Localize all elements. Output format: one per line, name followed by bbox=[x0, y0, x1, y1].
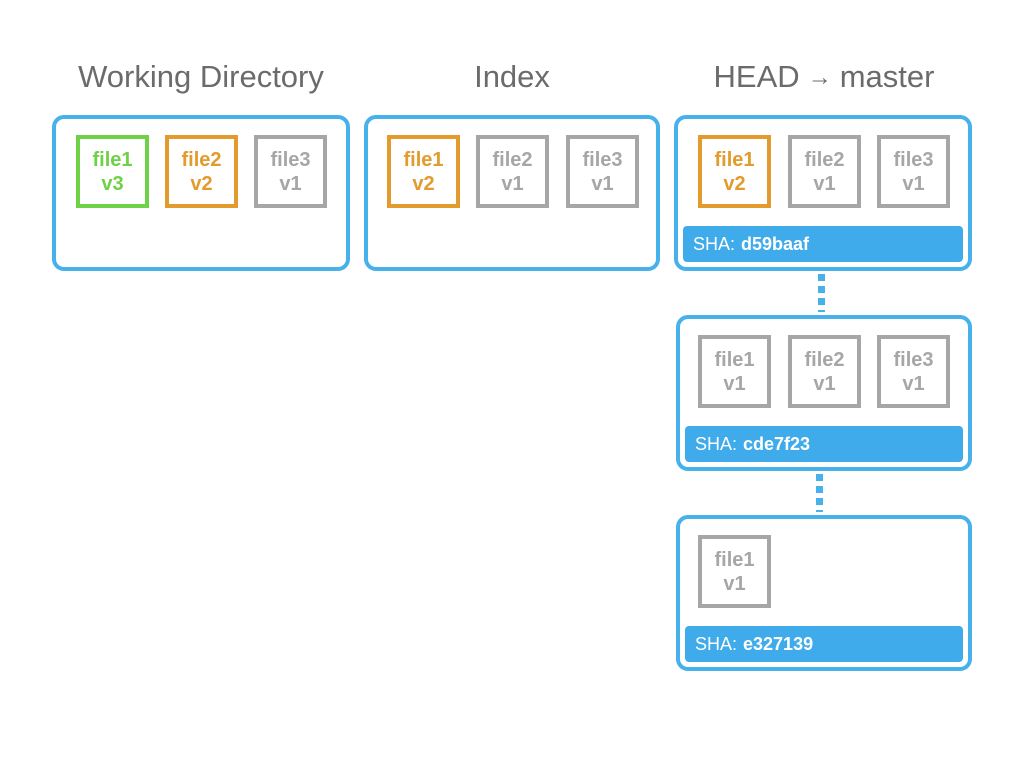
sha-label: SHA: bbox=[693, 234, 736, 254]
file-box: file2 v2 bbox=[165, 135, 238, 208]
file-version: v2 bbox=[190, 172, 213, 195]
file-name: file3 bbox=[270, 148, 311, 171]
file-version: v2 bbox=[723, 172, 746, 195]
file-version: v3 bbox=[101, 172, 124, 195]
file-box: file1 v2 bbox=[387, 135, 460, 208]
file-name: file2 bbox=[181, 148, 222, 171]
working-directory-title: Working Directory bbox=[78, 59, 324, 94]
file-name: file1 bbox=[403, 148, 444, 171]
file-box: file3 v1 bbox=[877, 335, 950, 408]
file-box: file1 v1 bbox=[698, 335, 771, 408]
file-box: file3 v1 bbox=[566, 135, 639, 208]
file-name: file3 bbox=[582, 148, 623, 171]
file-name: file2 bbox=[804, 148, 845, 171]
file-box: file2 v1 bbox=[476, 135, 549, 208]
sha-bar: SHA:d59baaf bbox=[683, 226, 963, 262]
file-version: v1 bbox=[723, 372, 746, 395]
head-label: HEAD bbox=[713, 59, 800, 94]
file-box: file1 v1 bbox=[698, 535, 771, 608]
file-name: file3 bbox=[893, 148, 934, 171]
file-name: file1 bbox=[92, 148, 133, 171]
file-version: v1 bbox=[279, 172, 302, 195]
file-version: v1 bbox=[501, 172, 524, 195]
file-version: v1 bbox=[902, 172, 925, 195]
file-version: v1 bbox=[902, 372, 925, 395]
file-version: v1 bbox=[591, 172, 614, 195]
sha-hash: cde7f23 bbox=[743, 434, 811, 454]
commit-parent-link bbox=[816, 474, 823, 512]
right-arrow-icon: → bbox=[807, 64, 832, 91]
commit-panel-head: file1 v2 file2 v1 file3 v1 SHA:d59baaf bbox=[674, 115, 972, 271]
head-title: HEAD → master bbox=[676, 57, 972, 97]
working-directory-panel: file1 v3 file2 v2 file3 v1 bbox=[52, 115, 350, 271]
file-name: file2 bbox=[492, 148, 533, 171]
file-name: file1 bbox=[714, 548, 755, 571]
file-name: file1 bbox=[714, 348, 755, 371]
file-version: v1 bbox=[813, 172, 836, 195]
sha-hash: e327139 bbox=[743, 634, 814, 654]
file-box: file3 v1 bbox=[254, 135, 327, 208]
commit-parent-link bbox=[818, 274, 825, 312]
sha-label: SHA: bbox=[695, 434, 738, 454]
sha-label: SHA: bbox=[695, 634, 738, 654]
file-name: file3 bbox=[893, 348, 934, 371]
file-version: v1 bbox=[813, 372, 836, 395]
file-version: v1 bbox=[723, 572, 746, 595]
commit-panel: file1 v1 SHA:e327139 bbox=[676, 515, 972, 671]
file-box: file3 v1 bbox=[877, 135, 950, 208]
sha-bar: SHA:cde7f23 bbox=[685, 426, 963, 462]
index-title: Index bbox=[474, 59, 550, 94]
file-box: file1 v2 bbox=[698, 135, 771, 208]
sha-hash: d59baaf bbox=[741, 234, 810, 254]
commit-panel: file1 v1 file2 v1 file3 v1 SHA:cde7f23 bbox=[676, 315, 972, 471]
branch-label: master bbox=[839, 59, 935, 94]
file-version: v2 bbox=[412, 172, 435, 195]
file-name: file1 bbox=[714, 148, 755, 171]
file-box: file2 v1 bbox=[788, 135, 861, 208]
file-name: file2 bbox=[804, 348, 845, 371]
file-box: file1 v3 bbox=[76, 135, 149, 208]
file-box: file2 v1 bbox=[788, 335, 861, 408]
index-panel: file1 v2 file2 v1 file3 v1 bbox=[364, 115, 660, 271]
sha-bar: SHA:e327139 bbox=[685, 626, 963, 662]
